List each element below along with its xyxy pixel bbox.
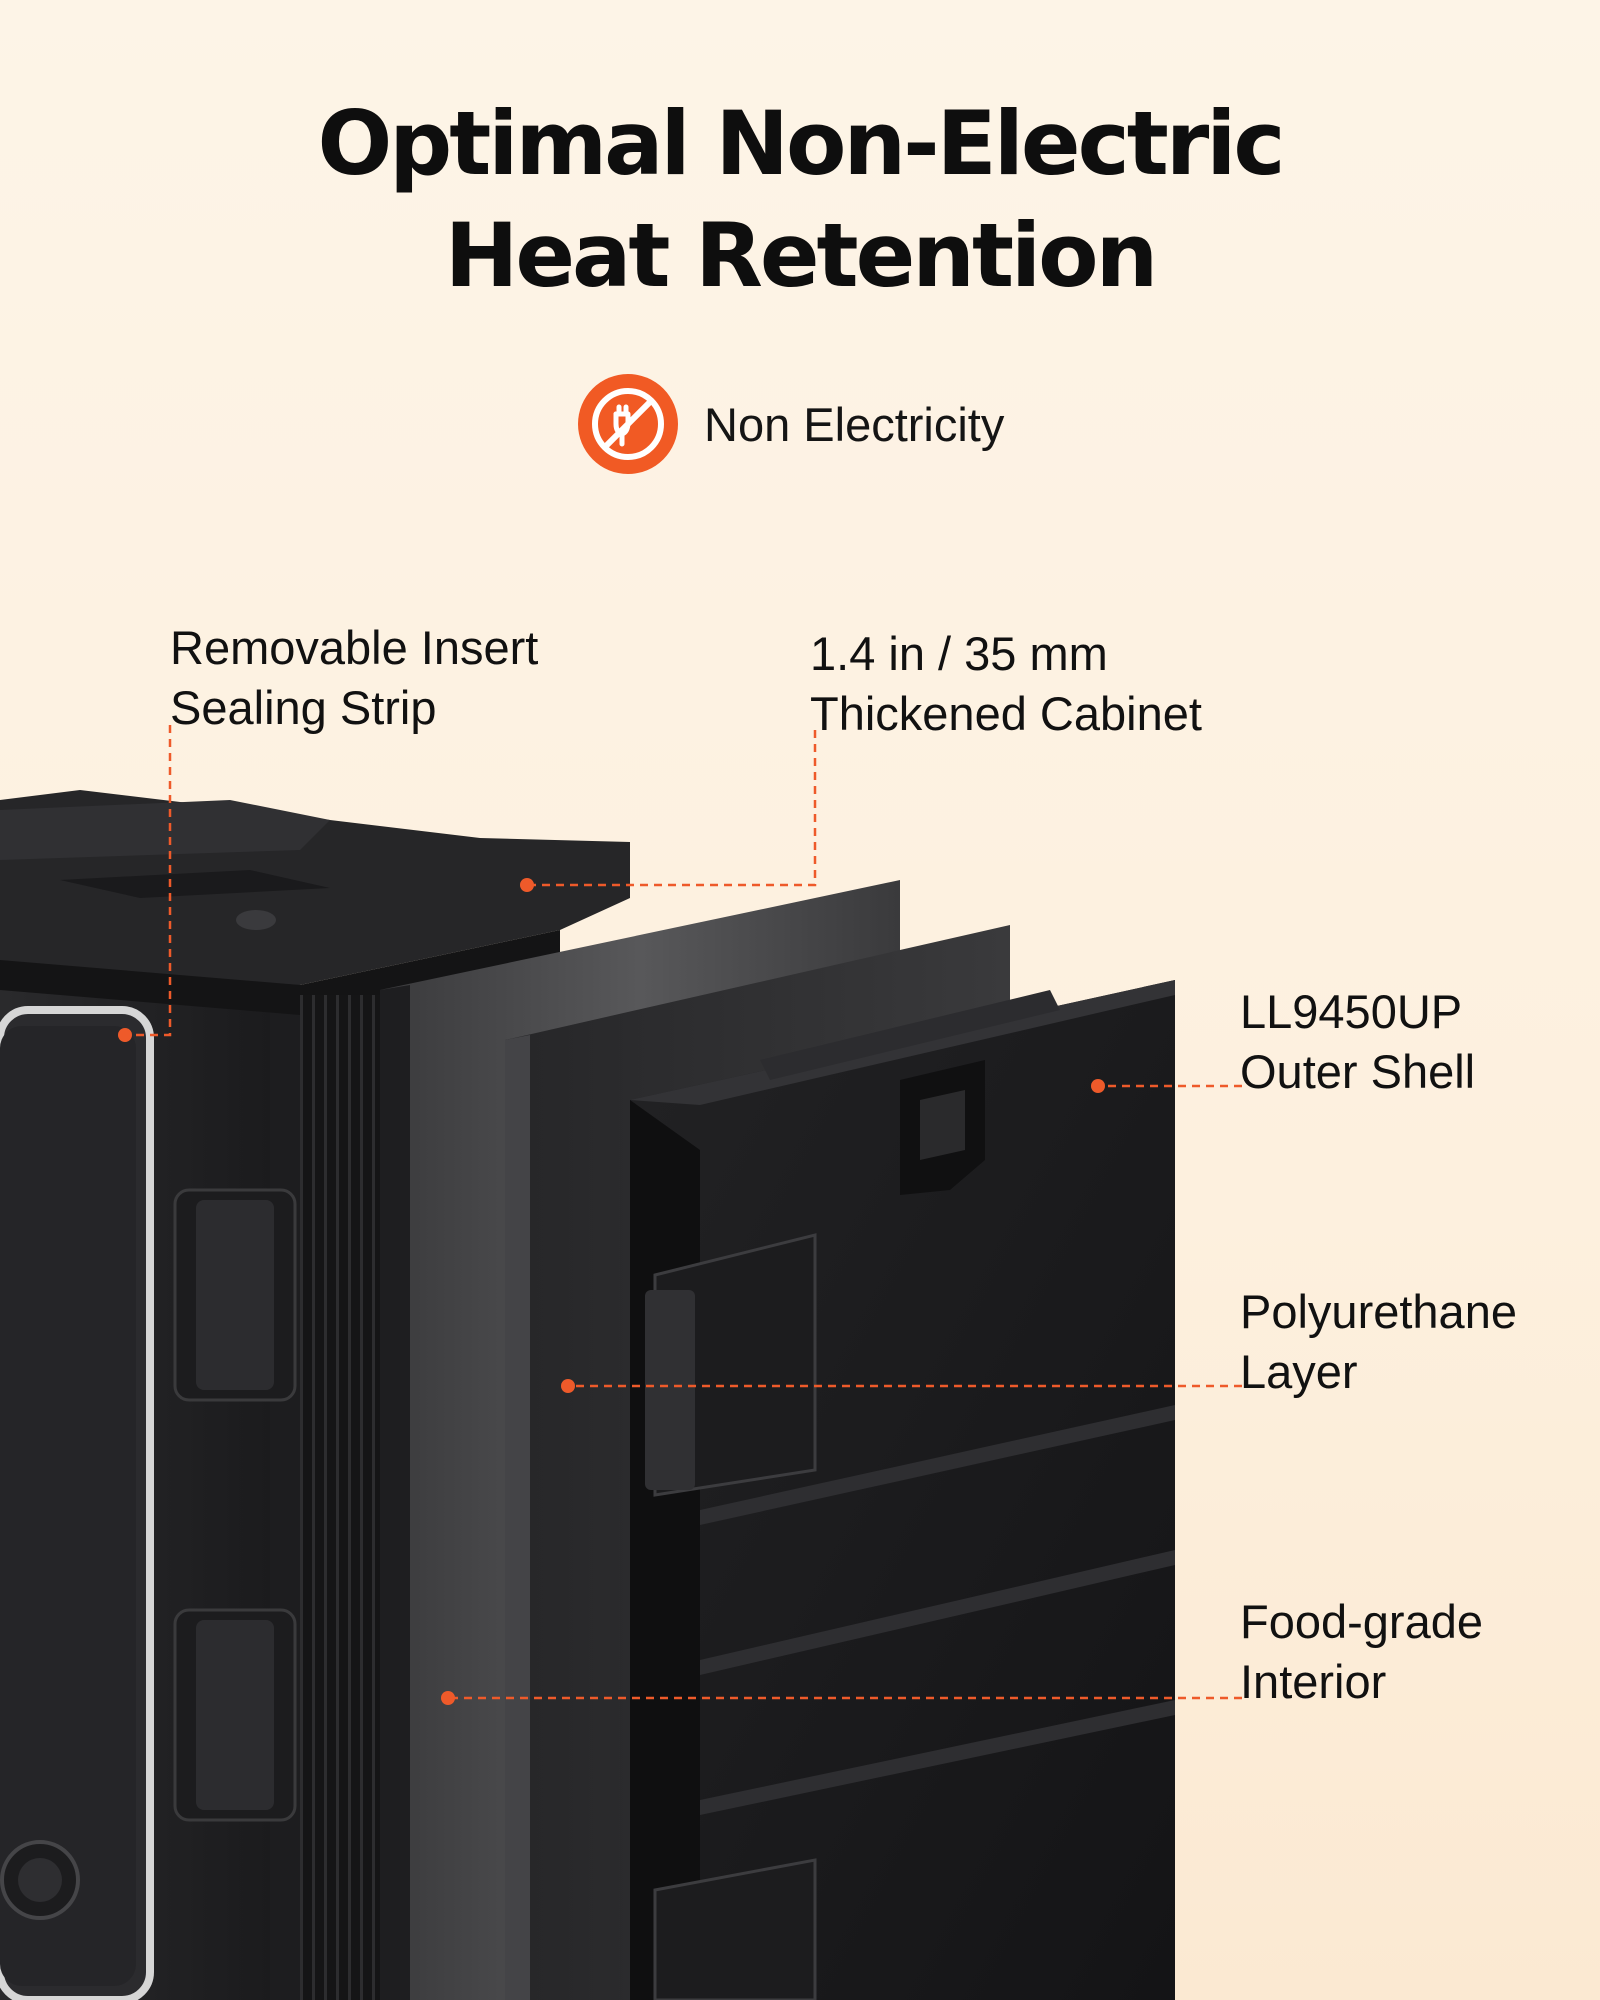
callout-food-grade-interior: Food-grade Interior bbox=[1240, 1595, 1483, 1708]
callout-dots bbox=[118, 878, 1105, 1705]
no-plug-icon bbox=[578, 374, 678, 474]
carrier-body bbox=[0, 790, 630, 2000]
outer-shell-panel bbox=[630, 980, 1175, 2000]
title-line-2: Heat Retention bbox=[444, 204, 1159, 307]
page-title: Optimal Non-Electric Heat Retention bbox=[0, 88, 1600, 312]
callout-sealing-strip: Removable Insert Sealing Strip bbox=[170, 621, 539, 734]
title-line-1: Optimal Non-Electric bbox=[317, 92, 1285, 195]
badge-label: Non Electricity bbox=[704, 397, 1005, 451]
callout-thickened-cabinet: 1.4 in / 35 mm Thickened Cabinet bbox=[810, 627, 1202, 740]
non-electricity-badge: Non Electricity bbox=[578, 374, 1004, 474]
callout-outer-shell: LL9450UP Outer Shell bbox=[1240, 985, 1476, 1098]
callout-polyurethane-layer: Polyurethane Layer bbox=[1240, 1285, 1517, 1398]
callout-leaders bbox=[125, 725, 1242, 1700]
food-grade-interior-layer bbox=[300, 995, 380, 2000]
